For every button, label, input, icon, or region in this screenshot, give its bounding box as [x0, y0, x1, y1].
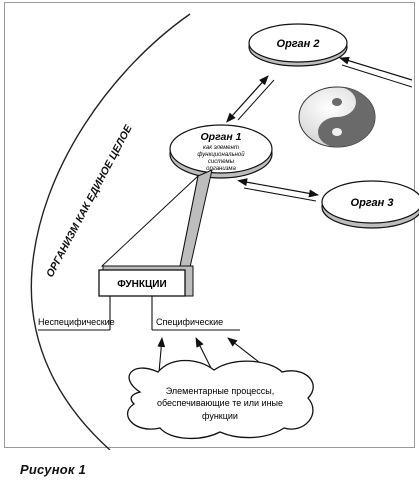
organ3-title: Орган 3: [351, 197, 394, 209]
organ2-node: Орган 2: [248, 23, 348, 67]
yin-yang-icon: [298, 86, 376, 148]
arrow-organ1-organ3: [237, 178, 319, 198]
processes-line-3: функции: [202, 411, 238, 421]
processes-line-2: обеспечивающие те или иные: [157, 398, 283, 408]
organ1-sub-1: как элемент: [203, 145, 239, 151]
specific-label: Специфические: [156, 317, 223, 327]
processes-cloud: Элементарные процессы, обеспечивающие те…: [127, 359, 314, 440]
functions-box: ФУНКЦИИ: [98, 265, 194, 297]
organ1-sub-4: организма: [206, 166, 236, 172]
organ2-title: Орган 2: [277, 38, 320, 50]
nonspecific-label: Неспецифические: [38, 317, 115, 327]
figure-caption: Рисунок 1: [20, 462, 86, 477]
organ1-node: Орган 1 как элемент функциональной систе…: [169, 124, 273, 179]
functions-tree: [38, 296, 240, 331]
projection-wedge: [100, 169, 213, 277]
organism-diagram: ОРГАНИЗМ КАК ЕДИНОЕ ЦЕЛОЕ Орган 2 Орган …: [30, 13, 419, 450]
organ3-node: Орган 3: [321, 180, 419, 229]
functions-label: ФУНКЦИИ: [117, 279, 166, 290]
organism-boundary: [30, 13, 191, 450]
arrow-organ1-organ2: [225, 75, 269, 123]
figure-frame: [4, 2, 415, 448]
processes-line-1: Элементарные процессы,: [166, 386, 274, 396]
organ1-title: Орган 1: [201, 131, 242, 143]
organ1-sub-2: функциональной: [197, 151, 245, 158]
arrow-to-organ2: [339, 56, 413, 81]
organ1-sub-3: системы: [208, 159, 235, 165]
